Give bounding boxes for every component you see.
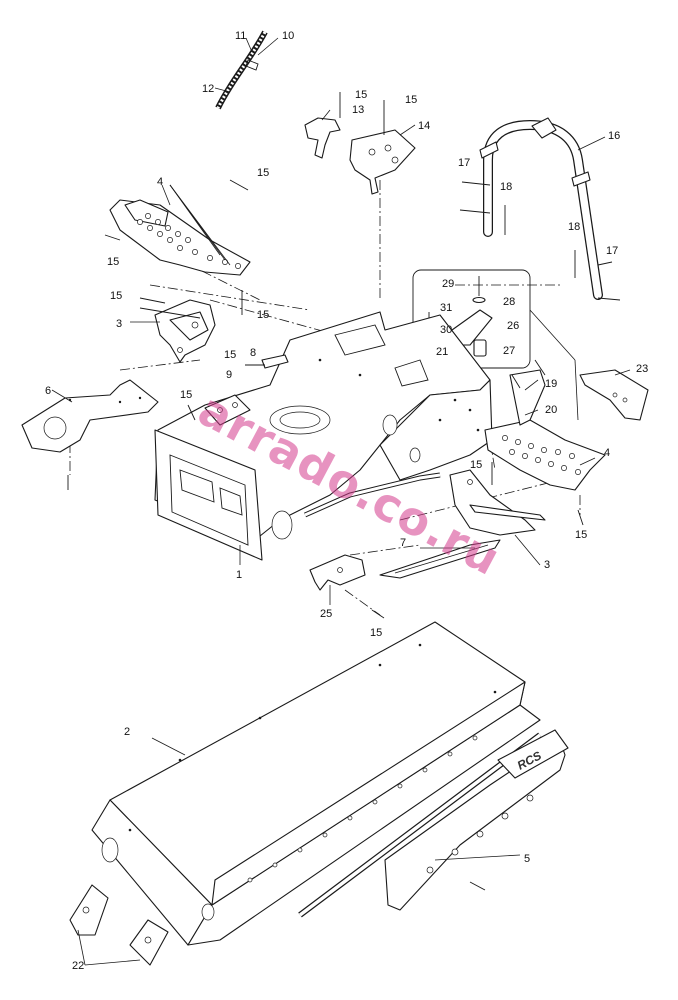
part-bracket-13 — [304, 92, 341, 159]
callout-15-g: 15 — [224, 349, 236, 361]
hardware-fasteners — [67, 179, 584, 891]
callout-15-j: 15 — [575, 529, 587, 541]
callout-12: 12 — [202, 83, 214, 95]
part-pedal-bracket-3-left — [139, 299, 216, 363]
callout-27: 27 — [503, 345, 515, 357]
part-bracket-25 — [309, 554, 366, 591]
callout-15-k: 15 — [370, 627, 382, 639]
part-lower-cover-2 — [91, 621, 542, 946]
callout-leaders — [51, 37, 631, 966]
callout-10: 10 — [282, 30, 294, 42]
callout-31: 31 — [440, 302, 452, 314]
callout-20: 20 — [545, 404, 557, 416]
footrest-holes-right — [502, 435, 581, 475]
part-hose-12 — [215, 30, 268, 110]
callout-1: 1 — [236, 569, 242, 581]
callout-23: 23 — [636, 363, 648, 375]
callout-9: 9 — [226, 369, 232, 381]
callout-15-b: 15 — [405, 94, 417, 106]
callout-18-a: 18 — [500, 181, 512, 193]
callout-5: 5 — [524, 853, 530, 865]
callout-30: 30 — [440, 324, 452, 336]
callout-15-c: 15 — [257, 167, 269, 179]
part-rollbar-16 — [459, 117, 621, 301]
part-footrest-4-left — [109, 199, 251, 276]
callout-17-a: 17 — [458, 157, 470, 169]
part-bracket-9 — [204, 394, 251, 426]
callout-6: 6 — [45, 385, 51, 397]
callout-16: 16 — [608, 130, 620, 142]
callout-17-b: 17 — [606, 245, 618, 257]
part-pedal-3-right — [449, 469, 546, 536]
callout-4-right: 4 — [604, 447, 610, 459]
callout-8: 8 — [250, 347, 256, 359]
callout-21: 21 — [436, 346, 448, 358]
callout-labels: 1 2 3 3 4 4 5 6 7 8 9 10 11 12 13 14 15 … — [45, 30, 648, 972]
callout-25: 25 — [320, 608, 332, 620]
part-plate-14 — [349, 100, 416, 195]
callout-15-h: 15 — [180, 389, 192, 401]
callout-15-e: 15 — [110, 290, 122, 302]
callout-15-f: 15 — [257, 309, 269, 321]
part-plates-22 — [69, 884, 169, 966]
callout-14: 14 — [418, 120, 430, 132]
callout-13: 13 — [352, 104, 364, 116]
callout-22: 22 — [72, 960, 84, 972]
part-strip-7 — [379, 539, 501, 579]
part-bracket-23 — [579, 369, 649, 421]
callout-11: 11 — [235, 30, 246, 42]
callout-7: 7 — [400, 537, 406, 549]
callout-4-left: 4 — [157, 176, 163, 188]
callout-15-d: 15 — [107, 256, 119, 268]
callout-2: 2 — [124, 726, 130, 738]
callout-26: 26 — [507, 320, 519, 332]
part-main-frame-1 — [154, 311, 493, 561]
callout-3-right: 3 — [544, 559, 550, 571]
callout-18-b: 18 — [568, 221, 580, 233]
callout-3-left: 3 — [116, 318, 122, 330]
part-footrest-4-right — [484, 369, 606, 491]
callout-15-i: 15 — [470, 459, 482, 471]
part-side-skirt-5: RCS — [384, 729, 569, 911]
part-floor-panel-6 — [21, 379, 159, 453]
callout-19: 19 — [545, 378, 557, 390]
callout-15-a: 15 — [355, 89, 367, 101]
callout-28: 28 — [503, 296, 515, 308]
assembly-centerlines — [69, 180, 581, 616]
callout-29: 29 — [442, 278, 454, 290]
